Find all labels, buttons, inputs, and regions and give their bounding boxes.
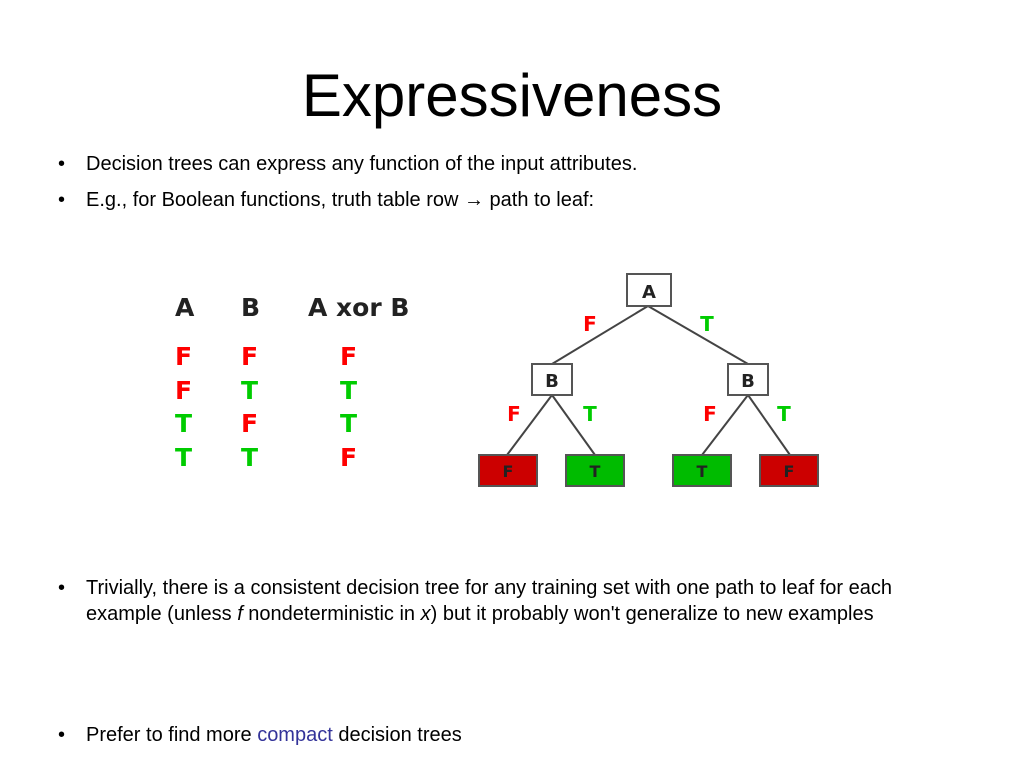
tree-leaf-label: T bbox=[590, 462, 601, 481]
tree-leaf-label: F bbox=[784, 462, 795, 481]
tree-node-label: A bbox=[642, 282, 656, 303]
decision-tree-diagram: A F T B B F T F T F T T F bbox=[478, 273, 819, 487]
truth-table-cell: F bbox=[241, 409, 259, 438]
tree-node-label: B bbox=[741, 371, 755, 392]
tree-leaf-false: F bbox=[478, 454, 538, 487]
tree-leaf-box bbox=[759, 454, 819, 487]
tree-leaf-label: T bbox=[697, 462, 708, 481]
tree-edge bbox=[747, 394, 791, 456]
tree-node-internal: B bbox=[531, 363, 573, 396]
bullet-3: • Trivially, there is a consistent decis… bbox=[58, 575, 938, 627]
truth-table-cell: F bbox=[175, 342, 193, 371]
tree-leaf-box bbox=[565, 454, 625, 487]
tree-edges bbox=[506, 305, 791, 456]
bullet-text-part: ) but it probably won't generalize to ne… bbox=[430, 603, 874, 625]
tree-leaf-box bbox=[478, 454, 538, 487]
bullet-glyph: • bbox=[58, 153, 66, 175]
tree-leaf-true: T bbox=[672, 454, 732, 487]
bullet-2: • E.g., for Boolean functions, truth tab… bbox=[58, 187, 958, 213]
bullet-1: • Decision trees can express any functio… bbox=[58, 151, 958, 177]
tree-node-box bbox=[626, 273, 672, 307]
tree-leaf-true: T bbox=[565, 454, 625, 487]
truth-table-cell: F bbox=[241, 342, 259, 371]
truth-table-cell: T bbox=[340, 376, 358, 405]
tree-edge-label: T bbox=[583, 402, 597, 426]
tree-node-root: A bbox=[626, 273, 672, 307]
truth-table-header-a: A bbox=[175, 293, 195, 322]
tree-edge bbox=[647, 305, 749, 365]
tree-node-internal: B bbox=[727, 363, 769, 396]
bullet-glyph: • bbox=[58, 577, 66, 599]
tree-node-box bbox=[531, 363, 573, 396]
truth-table-cell: T bbox=[241, 376, 259, 405]
tree-edge-label: F bbox=[507, 402, 521, 426]
tree-edge-label: F bbox=[703, 402, 717, 426]
truth-table-cell: T bbox=[175, 409, 193, 438]
bullet-text: Prefer to find more compact decision tre… bbox=[86, 722, 958, 748]
tree-node-label: B bbox=[545, 371, 559, 392]
tree-edge-label: F bbox=[583, 312, 597, 336]
truth-table-cell: F bbox=[175, 376, 193, 405]
highlighted-word: compact bbox=[257, 724, 333, 746]
bullet-glyph: • bbox=[58, 189, 66, 211]
tree-leaf-label: F bbox=[503, 462, 514, 481]
bullet-text-part: Trivially, there is a consistent decisio… bbox=[86, 577, 892, 625]
bullet-text: Trivially, there is a consistent decisio… bbox=[86, 575, 938, 627]
tree-edge bbox=[506, 394, 553, 456]
tree-edge-label: T bbox=[700, 312, 714, 336]
variable-x: x bbox=[420, 603, 431, 625]
truth-table-header-b: B bbox=[241, 293, 261, 322]
truth-table-cell: T bbox=[175, 443, 193, 472]
tree-edge bbox=[551, 394, 596, 456]
truth-table-cell: F bbox=[340, 342, 358, 371]
tree-edge bbox=[551, 305, 649, 365]
truth-table-cell: F bbox=[340, 443, 358, 472]
bullet-text-part: decision trees bbox=[332, 724, 462, 746]
tree-leaf-box bbox=[672, 454, 732, 487]
tree-edge bbox=[701, 394, 749, 456]
tree-node-box bbox=[727, 363, 769, 396]
bullet-4: • Prefer to find more compact decision t… bbox=[58, 722, 958, 748]
slide-title: Expressiveness bbox=[301, 62, 723, 129]
truth-table-header-xor: A xor B bbox=[308, 293, 410, 322]
tree-edge-label: T bbox=[777, 402, 791, 426]
bullet-text-part: Prefer to find more bbox=[86, 724, 258, 746]
variable-f: f bbox=[237, 603, 243, 625]
truth-table-cell: T bbox=[340, 409, 358, 438]
bullet-text-part: nondeterministic in bbox=[242, 603, 421, 625]
bullet-glyph: • bbox=[58, 724, 66, 746]
tree-leaf-false: F bbox=[759, 454, 819, 487]
bullet-text: Decision trees can express any function … bbox=[86, 153, 638, 175]
bullet-text: E.g., for Boolean functions, truth table… bbox=[86, 189, 595, 211]
truth-table-cell: T bbox=[241, 443, 259, 472]
